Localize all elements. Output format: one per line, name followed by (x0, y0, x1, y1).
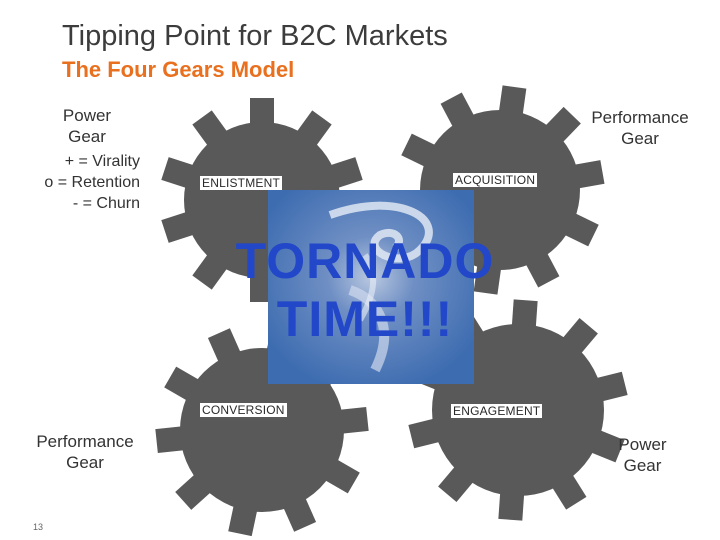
label-performance-gear-top-right: Performance Gear (580, 107, 700, 149)
legend-churn: - = Churn (30, 193, 140, 214)
label-power-gear-bottom-right: Power Gear (605, 434, 680, 476)
tornado-time-text: TORNADO TIME!!! (200, 232, 530, 348)
stage-engagement: ENGAGEMENT (451, 404, 542, 418)
stage-enlistment: ENLISTMENT (200, 176, 282, 190)
legend-virality: + = Virality (30, 151, 140, 172)
legend: + = Virality o = Retention - = Churn (30, 151, 140, 214)
stage-acquisition: ACQUISITION (453, 173, 537, 187)
label-power-gear-top-left: Power Gear (52, 105, 122, 147)
legend-retention: o = Retention (30, 172, 140, 193)
stage-conversion: CONVERSION (200, 403, 287, 417)
page-number: 13 (33, 522, 43, 532)
label-performance-gear-bottom-left: Performance Gear (25, 431, 145, 473)
